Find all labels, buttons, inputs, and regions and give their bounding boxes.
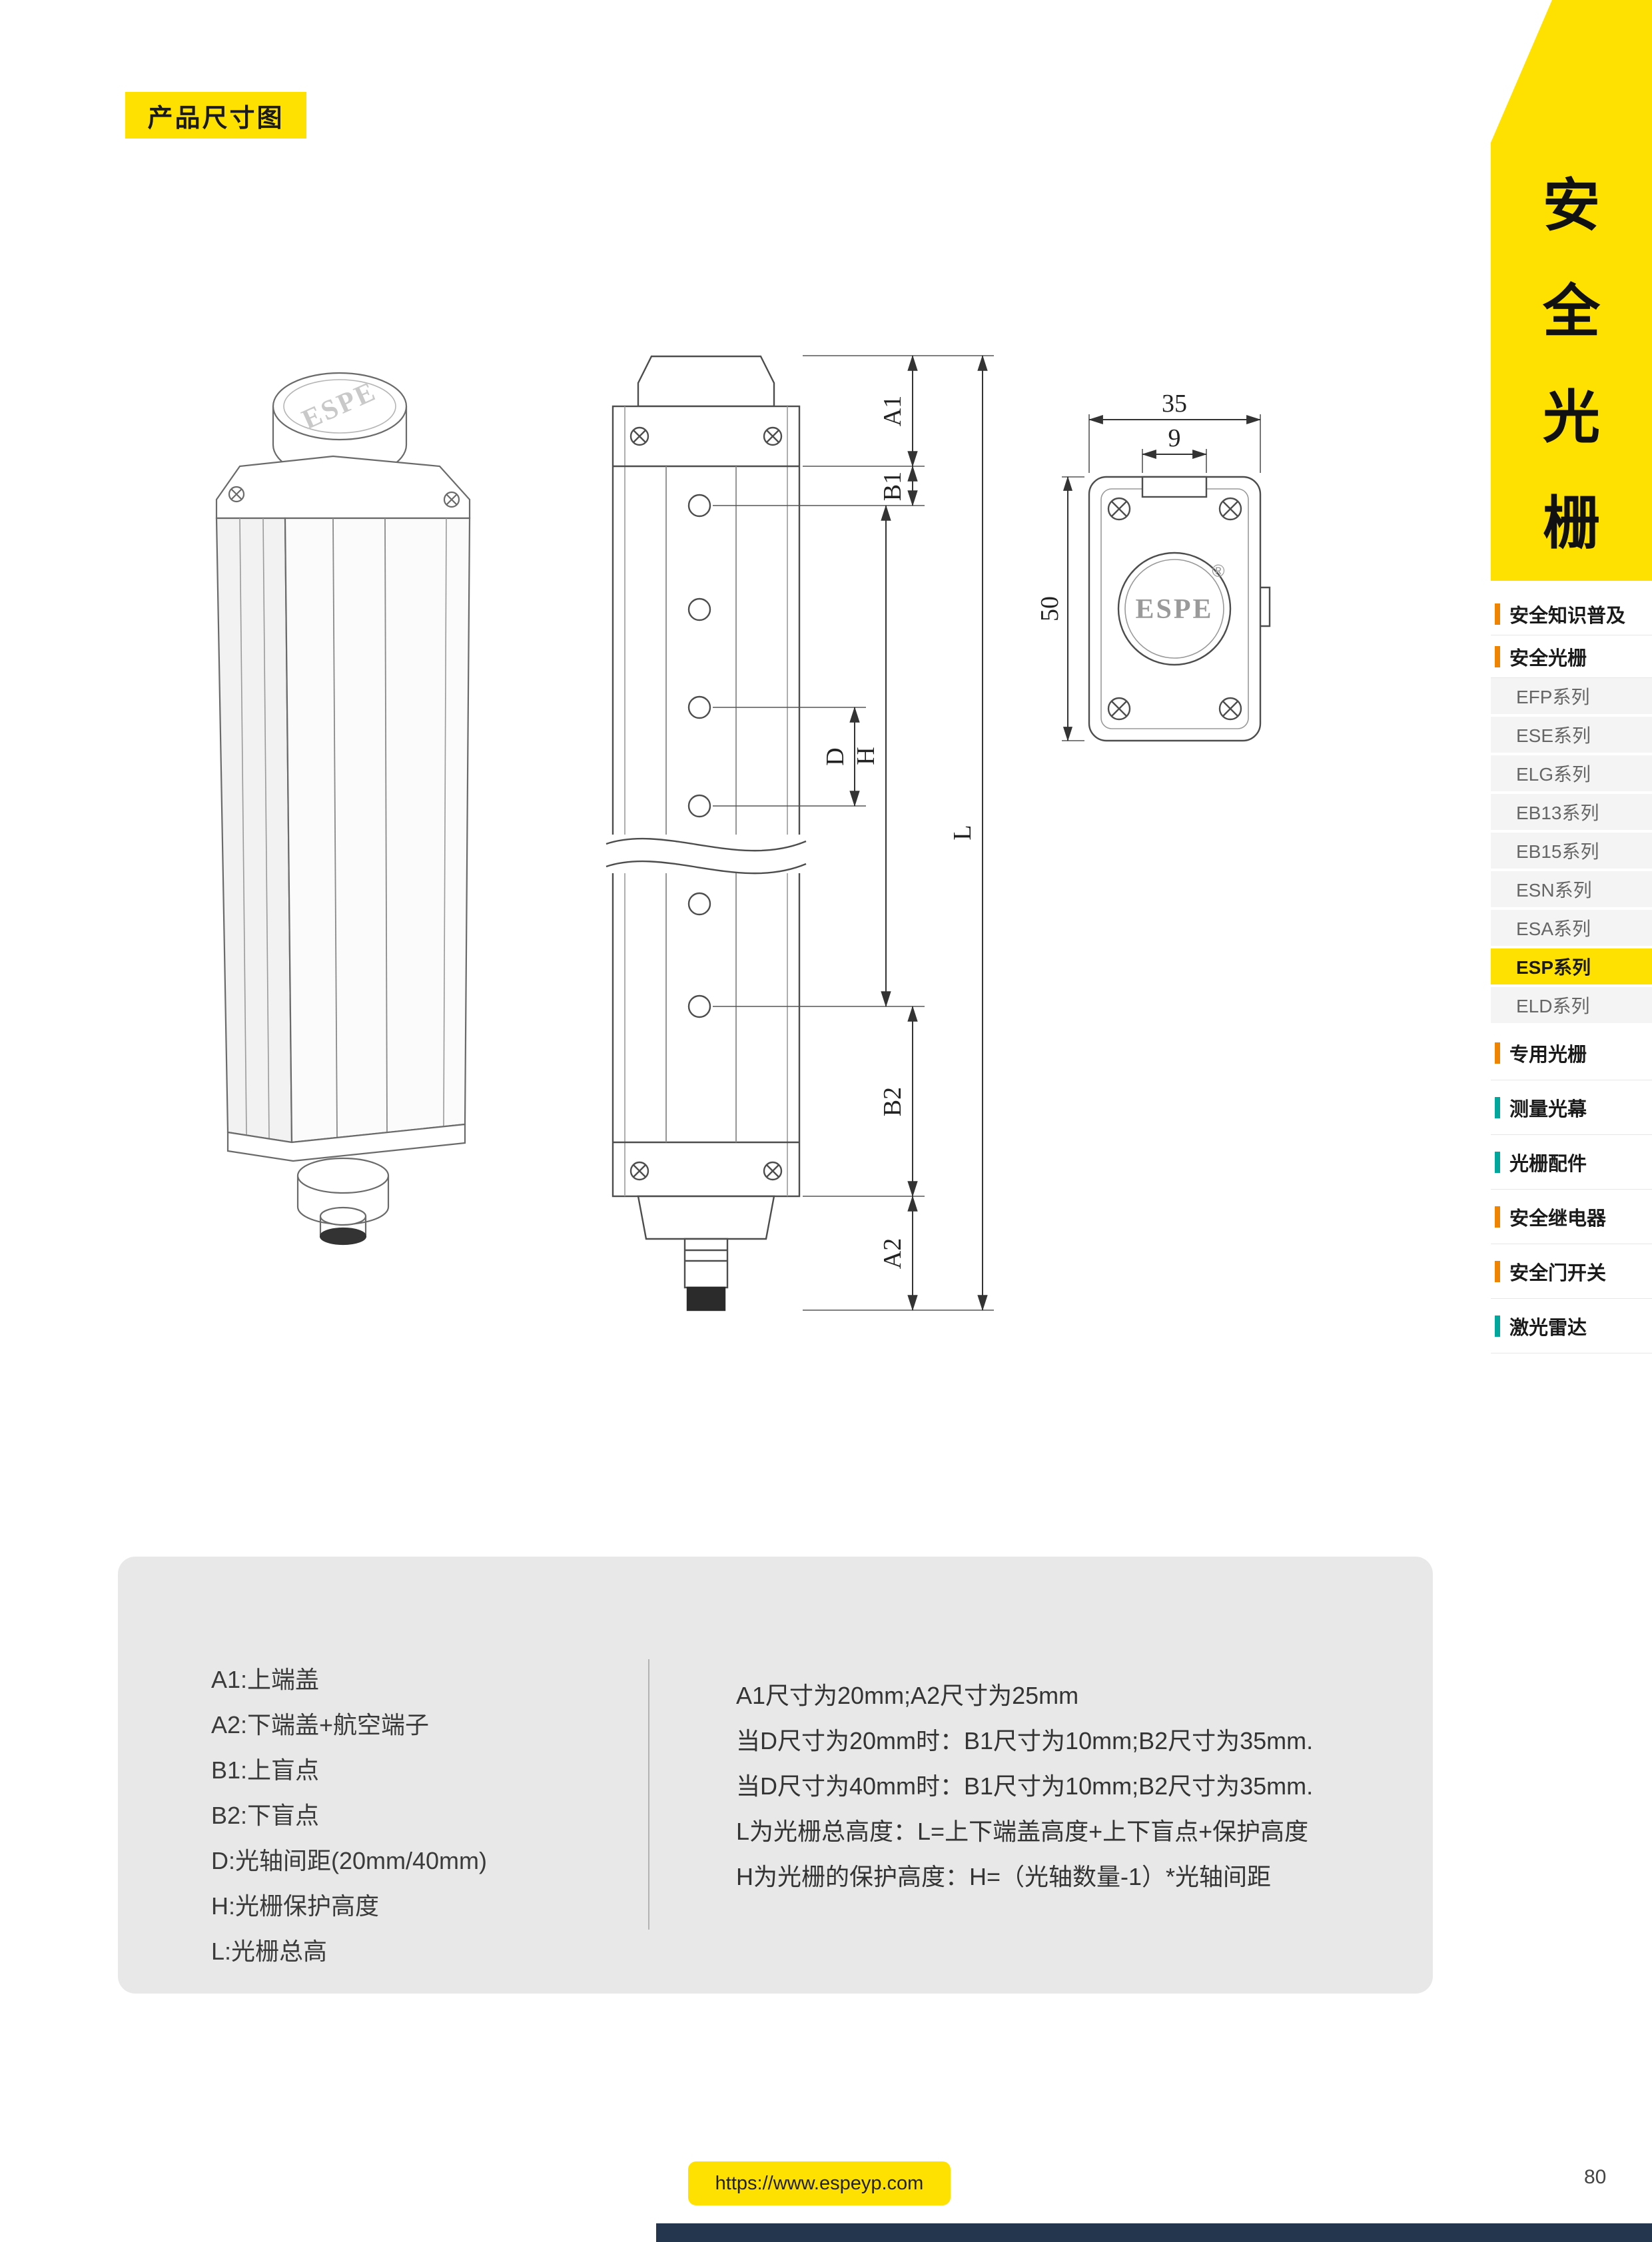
sidebar-item-label: 安全门开关	[1509, 1262, 1607, 1284]
sidebar-item-label: 专用光栅	[1509, 1044, 1587, 1066]
sidebar-item-label: 测量光幕	[1509, 1098, 1587, 1120]
sidebar-item-label: 激光雷达	[1509, 1317, 1587, 1339]
accent-bar-icon	[1495, 1096, 1500, 1118]
sidebar-item-safety-knowledge[interactable]: 安全知识普及	[1491, 593, 1652, 635]
page-title: 产品尺寸图	[147, 104, 284, 133]
sidebar-item-label: EB15系列	[1516, 841, 1599, 862]
legend-note: H为光栅的保护高度：H=（光轴数量-1）*光轴间距	[736, 1863, 1272, 1890]
sidebar-item-label: EB13系列	[1516, 803, 1599, 823]
sidebar-item-label: ESN系列	[1516, 880, 1592, 901]
dim-a1-label: A1	[879, 396, 907, 426]
banner-char: 全	[1543, 280, 1600, 344]
section-view: ESPE ® 35 9 50	[1036, 393, 1271, 742]
dim-width-label: 35	[1162, 393, 1187, 418]
legend-item: L:光栅总高	[211, 1938, 328, 1965]
sidebar-item-label: ESP系列	[1516, 957, 1591, 978]
sidebar-nav: 安全知识普及 安全光栅 EFP系列 ESE系列 ELG系列 EB13系列 EB1…	[1491, 593, 1652, 1353]
dim-a2-label: A2	[879, 1238, 907, 1269]
sidebar-item-label: ESE系列	[1516, 725, 1591, 746]
sidebar-item-label: 安全光栅	[1509, 647, 1587, 669]
banner-char: 栅	[1543, 492, 1600, 556]
footer-url-text: https://www.espeyp.com	[715, 2172, 924, 2194]
legend-item: H:光栅保护高度	[211, 1892, 380, 1920]
sidebar-item-esn-series[interactable]: ESN系列	[1491, 871, 1652, 907]
legend-left-column: A1:上端盖 A2:下端盖+航空端子 B1:上盲点 B2:下盲点 D:光轴间距(…	[211, 1655, 487, 1972]
accent-bar-icon	[1495, 1260, 1500, 1282]
dim-slot-label: 9	[1168, 424, 1181, 452]
sidebar-item-elg-series[interactable]: ELG系列	[1491, 755, 1652, 791]
side-banner: 安 全 光 栅	[1491, 0, 1652, 581]
sidebar-item-esa-series[interactable]: ESA系列	[1491, 910, 1652, 946]
page-title-badge: 产品尺寸图	[125, 92, 306, 139]
sidebar-item-label: 安全知识普及	[1509, 605, 1626, 627]
sidebar-item-laser-radar[interactable]: 激光雷达	[1491, 1299, 1652, 1353]
legend-note: L为光栅总高度：L=上下端盖高度+上下盲点+保护高度	[736, 1818, 1309, 1845]
accent-bar-icon	[1495, 1151, 1500, 1173]
sidebar-item-safety-relay[interactable]: 安全继电器	[1491, 1190, 1652, 1244]
sidebar-item-measuring-light-curtain[interactable]: 测量光幕	[1491, 1080, 1652, 1135]
side-banner-title: 安 全 光 栅	[1491, 159, 1652, 560]
perspective-view: ESPE	[215, 372, 471, 1246]
sidebar-item-safety-light-curtain[interactable]: 安全光栅	[1491, 635, 1652, 678]
legend-note: A1尺寸为20mm;A2尺寸为25mm	[736, 1682, 1079, 1709]
sidebar-item-special-light-curtain[interactable]: 专用光栅	[1491, 1026, 1652, 1080]
legend-item: D:光轴间距(20mm/40mm)	[211, 1847, 488, 1874]
dim-d-label: D	[821, 747, 849, 765]
page-number: 80	[1584, 2166, 1607, 2188]
sidebar-item-accessories[interactable]: 光栅配件	[1491, 1135, 1652, 1190]
sidebar-item-eld-series[interactable]: ELD系列	[1491, 987, 1652, 1023]
dim-b2-label: B2	[879, 1087, 907, 1116]
sidebar-item-ese-series[interactable]: ESE系列	[1491, 717, 1652, 753]
accent-bar-icon	[1495, 603, 1500, 625]
legend-item: A1:上端盖	[211, 1666, 320, 1693]
sidebar-item-label: ELD系列	[1516, 996, 1590, 1016]
legend-right-column: A1尺寸为20mm;A2尺寸为25mm 当D尺寸为20mm时：B1尺寸为10mm…	[736, 1671, 1313, 1898]
section-logo: ESPE	[1135, 594, 1213, 625]
legend-note: 当D尺寸为40mm时：B1尺寸为10mm;B2尺寸为35mm.	[736, 1772, 1314, 1800]
accent-bar-icon	[1495, 1315, 1500, 1337]
sidebar-item-label: ELG系列	[1516, 764, 1591, 785]
sidebar-item-label: 安全继电器	[1509, 1208, 1607, 1230]
sidebar-item-efp-series[interactable]: EFP系列	[1491, 678, 1652, 714]
accent-bar-icon	[1495, 645, 1500, 667]
sidebar-item-safety-door-switch[interactable]: 安全门开关	[1491, 1244, 1652, 1299]
sidebar-item-eb13-series[interactable]: EB13系列	[1491, 794, 1652, 830]
accent-bar-icon	[1495, 1042, 1500, 1064]
sidebar-item-label: ESA系列	[1516, 919, 1591, 939]
front-view: A1 B1 H D B2 A2 L	[606, 354, 994, 1311]
dim-height-label: 50	[1036, 596, 1064, 621]
legend-divider	[648, 1659, 649, 1930]
accent-bar-icon	[1495, 1206, 1500, 1228]
footer-url[interactable]: https://www.espeyp.com	[688, 2161, 951, 2205]
sidebar-item-eb15-series[interactable]: EB15系列	[1491, 833, 1652, 869]
legend-item: B1:上盲点	[211, 1756, 320, 1784]
legend-item: B2:下盲点	[211, 1802, 320, 1829]
legend-box: A1:上端盖 A2:下端盖+航空端子 B1:上盲点 B2:下盲点 D:光轴间距(…	[118, 1557, 1433, 1994]
dim-l-label: L	[949, 825, 977, 840]
sidebar-item-label: 光栅配件	[1509, 1153, 1587, 1175]
banner-char: 安	[1543, 174, 1600, 238]
banner-char: 光	[1543, 386, 1600, 450]
bottom-edge-bar	[656, 2223, 1652, 2242]
legend-note: 当D尺寸为20mm时：B1尺寸为10mm;B2尺寸为35mm.	[736, 1727, 1314, 1754]
sidebar-item-label: EFP系列	[1516, 687, 1590, 707]
dim-b1-label: B1	[879, 472, 907, 501]
dim-h-label: H	[852, 747, 880, 765]
sidebar-item-esp-series-active[interactable]: ESP系列	[1491, 948, 1652, 984]
legend-item: A2:下端盖+航空端子	[211, 1711, 430, 1738]
registered-mark: ®	[1212, 561, 1224, 581]
